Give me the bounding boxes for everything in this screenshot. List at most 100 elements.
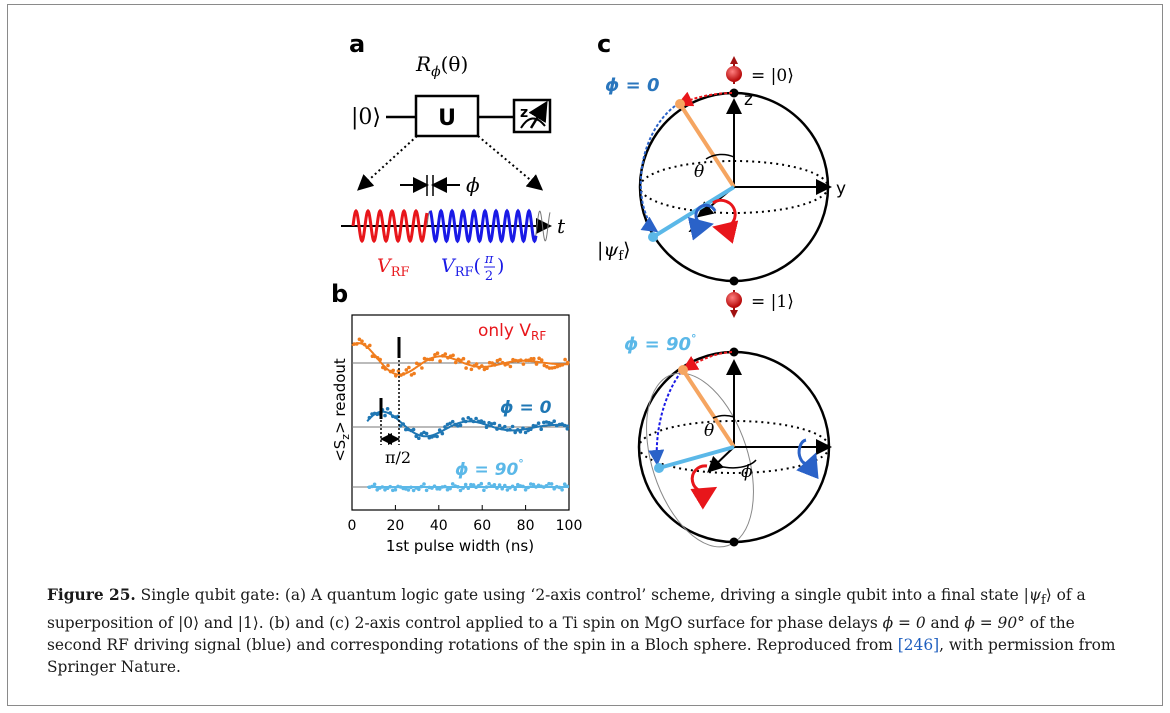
data-point xyxy=(532,356,536,361)
data-point xyxy=(357,337,362,342)
trace-label-only: only VRF xyxy=(478,321,546,343)
svg-text:2: 2 xyxy=(485,269,493,284)
x-tick-label: 40 xyxy=(430,518,448,534)
data-point xyxy=(435,351,440,356)
data-point xyxy=(482,488,486,493)
data-point xyxy=(453,360,458,365)
input-ket: |0⟩ xyxy=(351,105,381,130)
data-point xyxy=(391,368,396,373)
data-point xyxy=(443,484,447,489)
data-point xyxy=(562,482,567,487)
phi90-label: ϕ = 90° xyxy=(624,332,697,355)
data-point xyxy=(461,486,465,490)
data-point xyxy=(440,354,445,358)
data-point xyxy=(549,482,554,486)
data-point xyxy=(381,365,385,370)
final-state-vector xyxy=(651,185,736,239)
data-point xyxy=(489,484,494,489)
data-point xyxy=(430,486,434,490)
x-tick-label: 80 xyxy=(517,518,535,534)
data-point xyxy=(565,484,570,489)
data-point xyxy=(560,363,565,367)
citation-link[interactable]: [246] xyxy=(897,636,940,655)
data-point xyxy=(466,416,471,420)
data-point xyxy=(459,358,463,363)
phi0-label: ϕ = 0 xyxy=(605,75,659,96)
data-point xyxy=(448,486,452,491)
gate-title: Rϕ(θ) xyxy=(415,52,468,80)
shift-label: π/2 xyxy=(385,448,411,467)
data-point xyxy=(466,360,471,364)
data-point xyxy=(406,488,411,492)
svg-text:θ: θ xyxy=(704,421,714,441)
data-point xyxy=(440,431,445,436)
data-point xyxy=(492,421,497,426)
data-point xyxy=(519,358,523,363)
data-point xyxy=(388,411,393,415)
data-point xyxy=(393,487,398,492)
data-point xyxy=(506,362,510,366)
phase-label: ϕ xyxy=(466,173,480,197)
trace-label-phi0: ϕ = 0 xyxy=(500,398,552,418)
data-point xyxy=(498,357,502,362)
data-point xyxy=(487,481,491,486)
data-point xyxy=(414,434,419,439)
data-point xyxy=(461,356,466,361)
data-point xyxy=(375,488,380,492)
data-point xyxy=(513,487,517,492)
data-point xyxy=(419,484,424,489)
data-point xyxy=(479,481,484,486)
vrf-label: VRF xyxy=(377,255,410,280)
rotation-icon-red xyxy=(712,198,739,244)
data-point xyxy=(383,413,387,418)
data-point xyxy=(425,357,429,362)
data-point xyxy=(497,423,502,428)
gate-box xyxy=(414,94,480,138)
data-point xyxy=(370,354,375,359)
data-point xyxy=(437,428,442,432)
data-point xyxy=(424,488,429,493)
svg-text:ϕ: ϕ xyxy=(741,462,753,482)
data-point xyxy=(435,434,439,439)
data-point xyxy=(438,359,442,363)
data-point xyxy=(407,365,411,370)
data-point xyxy=(539,358,544,362)
data-point xyxy=(383,488,387,492)
data-point xyxy=(409,485,413,490)
data-point xyxy=(446,355,450,360)
rotation-arc-blue xyxy=(639,105,676,233)
data-point xyxy=(417,487,421,492)
time-label: t xyxy=(557,214,566,238)
data-point xyxy=(380,485,385,489)
data-point xyxy=(477,366,482,370)
data-point xyxy=(466,486,471,491)
data-point xyxy=(362,342,367,347)
x-axis-label: 1st pulse width (ns) xyxy=(386,537,534,555)
vrf2-label: VRF( xyxy=(441,255,481,280)
meter-label: z xyxy=(520,105,528,121)
data-point xyxy=(474,362,479,366)
x-tick-label: 0 xyxy=(348,518,357,534)
data-point xyxy=(401,372,406,376)
data-point xyxy=(355,342,359,346)
data-point xyxy=(419,432,424,436)
rotation-icon-blue xyxy=(687,203,717,241)
data-point xyxy=(420,366,424,370)
data-point xyxy=(411,427,416,432)
data-point xyxy=(495,486,499,490)
data-point xyxy=(518,430,523,434)
data-point xyxy=(482,420,486,425)
state1-label: = |1⟩ xyxy=(751,292,794,312)
data-point xyxy=(521,484,525,489)
data-point xyxy=(531,423,536,428)
data-point xyxy=(497,483,502,487)
y-axis-label: <Sz> readout xyxy=(331,358,352,462)
spin-down-icon xyxy=(726,290,742,318)
data-point xyxy=(458,423,463,428)
state0-label: = |0⟩ xyxy=(751,66,794,86)
data-point xyxy=(474,416,478,421)
data-point xyxy=(560,488,564,492)
